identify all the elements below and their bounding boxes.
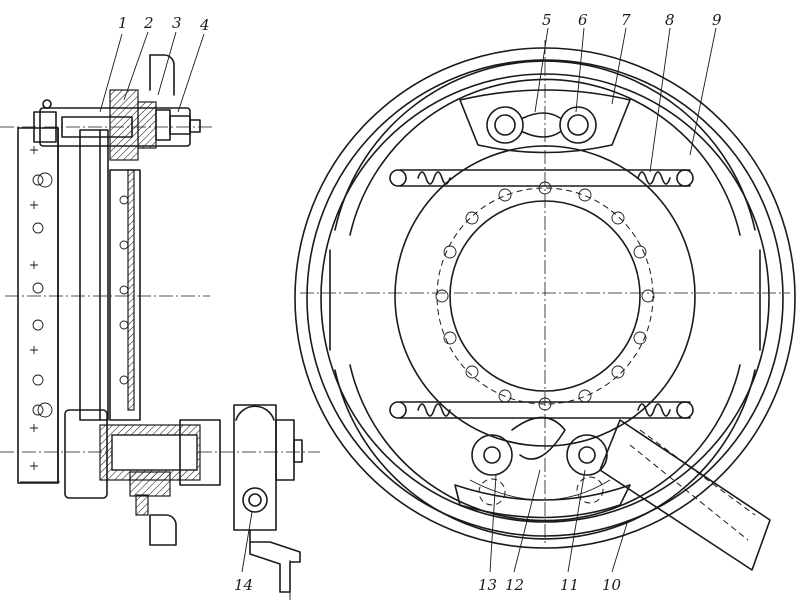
anchor-pin-assembly: [33, 54, 201, 161]
backing-plate: [394, 145, 696, 447]
leader-lines: [99, 27, 717, 573]
callout-7: 7: [621, 11, 631, 29]
callout-5: 5: [542, 11, 552, 29]
front-view: [294, 40, 796, 571]
drum-inner-ring: [320, 73, 770, 523]
bolt-holes: [435, 181, 655, 411]
cam-and-rollers: [469, 416, 611, 506]
callout-8: 8: [665, 11, 675, 29]
callout-13: 13: [478, 576, 497, 594]
cam-shaft-assembly: [64, 404, 303, 600]
upper-return-spring: [389, 169, 694, 187]
lower-support-plate: [454, 484, 631, 519]
upper-shoe-lining: [334, 60, 756, 231]
callout-12: 12: [505, 576, 524, 594]
lower-shoe-lining: [334, 369, 756, 540]
callout-9: 9: [712, 11, 722, 29]
callout-14: 14: [234, 576, 253, 594]
callout-4: 4: [199, 16, 210, 34]
callout-1: 1: [118, 14, 128, 32]
callout-3: 3: [172, 14, 182, 32]
lining-rivets: [32, 172, 53, 418]
callout-11: 11: [560, 576, 579, 594]
anchor-bracket: [459, 89, 631, 154]
slack-adjuster-arm: [599, 419, 771, 571]
side-section-view: [0, 54, 320, 600]
callout-6: 6: [578, 11, 588, 29]
plus-marks: [30, 146, 38, 470]
hub-opening: [449, 200, 641, 392]
callout-10: 10: [602, 576, 622, 594]
callout-labels: 1 2 3 4 5 6 7 8 9 10 11 12 13 14: [118, 11, 722, 594]
callout-2: 2: [143, 14, 154, 32]
